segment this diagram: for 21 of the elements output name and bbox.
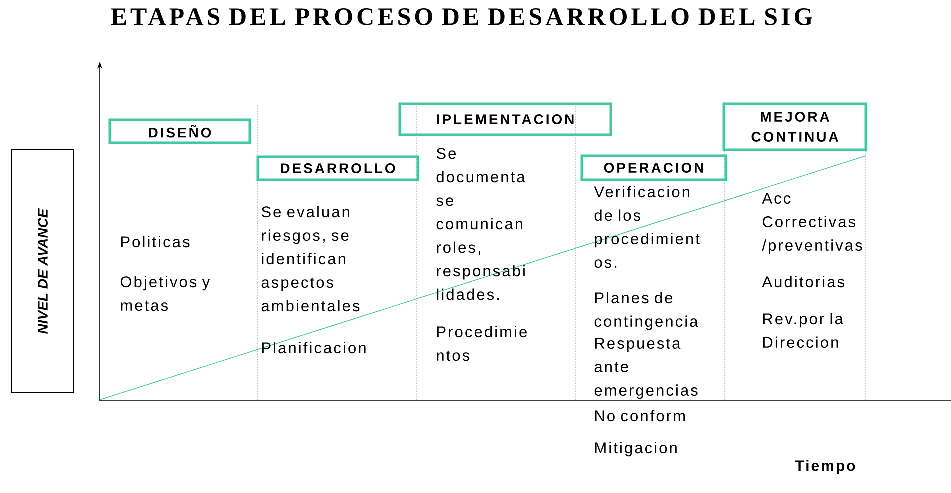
stage-text: Objetivos y metas <box>120 276 210 312</box>
stage-text: Planes de contingencia <box>594 292 698 330</box>
stage-box: OPERACION <box>580 154 728 182</box>
stage-text: Auditorias <box>762 276 844 288</box>
stage-text: Verificacion de los procedimient os. <box>594 186 700 268</box>
stage-text: Rev.por la Direccion <box>763 313 844 348</box>
axis-label-box: NIVEL DE AVANCE <box>12 150 74 394</box>
stage-text: Mitigacion <box>595 442 677 457</box>
stage-text: Respuesta ante emergencias <box>594 338 698 400</box>
stage-text: Se evaluan riesgos, se identifican aspectos ambientales <box>262 206 360 312</box>
stage-text: Acc Correctivas /preventivas <box>762 193 862 254</box>
stage-text: Planificacion <box>262 342 366 354</box>
axis-label: Tiempo <box>795 460 856 474</box>
stage-text: Politicas <box>121 236 190 248</box>
stage-box: DESARROLLO <box>256 156 420 182</box>
stage-box: MEJORA CONTINUA <box>722 102 868 152</box>
stage-box: DISEÑO <box>108 118 252 144</box>
stage-text: No conform <box>595 410 685 422</box>
stage-text: Procedimie ntos <box>437 326 527 362</box>
stage-box: IPLEMENTACION <box>398 102 612 136</box>
title: ETAPAS DEL PROCESO DE DESARROLLO DEL SIG <box>111 8 812 26</box>
